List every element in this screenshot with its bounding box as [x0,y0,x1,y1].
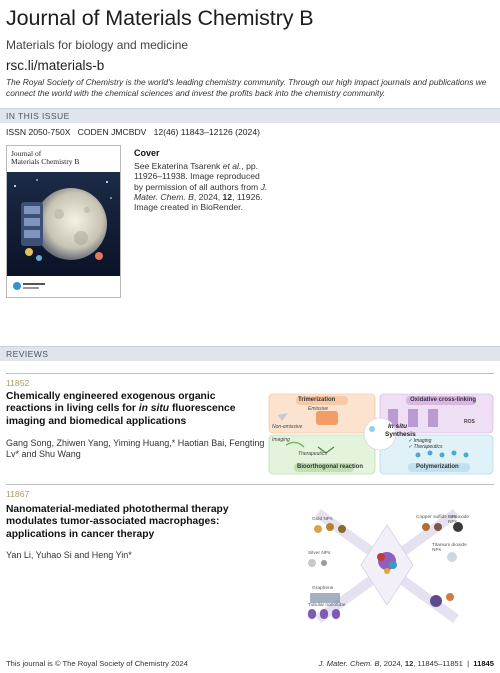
bioorthogonal-label: Bioorthogonal reaction [297,464,363,470]
issue-meta: ISSN 2050-750X CODEN JMCBDV 12(46) 11843… [6,127,260,137]
imaging-label: Imaging [272,437,290,443]
footer-citation: J. Mater. Chem. B, 2024, 12, 11845–11851… [318,659,494,668]
divider [6,484,494,485]
rsc-statement: The Royal Society of Chemistry is the wo… [6,77,487,98]
article-title[interactable]: Nanomaterial-mediated photothermal thera… [6,504,229,540]
therapeutics-label: Therapeutics [298,451,327,457]
titanium-dioxide-label: Titanium dioxide NPs [432,543,467,553]
article-title[interactable]: Chemically engineered exogenous organic … [6,391,236,427]
graphene-label: Graphene [312,586,334,591]
iron-oxide-label: Iron oxide NPs [448,515,470,525]
reviews-heading: REVIEWS [6,349,49,359]
copper-sulfide-label: Copper sulfide NPs [416,515,458,520]
non-emissive-label: Non-emissive [272,424,303,430]
article-authors: Yan Li, Yuhao Si and Heng Yin* [6,550,132,560]
journal-title: Journal of Materials Chemistry B [6,6,314,30]
cover-caption: See Ekaterina Tsarenk et al., pp. 11926–… [134,161,268,213]
oxidative-label: Oxidative cross-linking [410,397,477,403]
check-therapeutics-label: ✓ Therapeutics [408,444,443,450]
check-imaging-label: ✓ Imaging [408,438,432,444]
polymerization-label: Polymerization [416,464,459,470]
reviews-bar: REVIEWS [0,346,500,361]
divider [6,373,494,374]
article-authors: Gang Song, Zhiwen Yang, Yiming Huang,* H… [6,438,265,459]
silver-nps-label: Silver NPs [308,551,331,556]
footer-copyright: This journal is © The Royal Society of C… [6,659,188,668]
in-this-issue-bar: IN THIS ISSUE [0,108,500,123]
cover-label: Cover [134,148,160,158]
trimerization-label: Trimerization [298,397,336,403]
gold-nps-label: Gold NPs [312,517,333,522]
toc-graphic-reactions[interactable]: Trimerization Oxidative cross-linking Em… [268,393,494,475]
in-situ-label: In situ [388,423,408,430]
article-page-number[interactable]: 11852 [6,378,30,388]
toc-graphic-nanomaterials[interactable]: Gold NPs Copper sulfide NPs Iron oxide N… [298,505,476,627]
synthesis-label: Synthesis [385,431,416,438]
journal-subtitle: Materials for biology and medicine [6,38,189,52]
footer-page-number: 11845 [473,659,494,668]
article-page-number[interactable]: 11867 [6,489,30,499]
in-this-issue-heading: IN THIS ISSUE [6,111,70,121]
cover-illustration [7,146,120,297]
nanotube-label: Tubular nanotube [308,603,346,608]
reactions-diagram [268,393,494,475]
emissive-label: Emissive [308,406,329,412]
cover-image[interactable]: Journal of Materials Chemistry B [6,145,121,298]
cover-journal-name: Journal of Materials Chemistry B [11,149,80,166]
nanomaterials-diagram [298,505,476,627]
journal-url[interactable]: rsc.li/materials-b [6,58,105,73]
ros-label: ROS [464,419,475,425]
